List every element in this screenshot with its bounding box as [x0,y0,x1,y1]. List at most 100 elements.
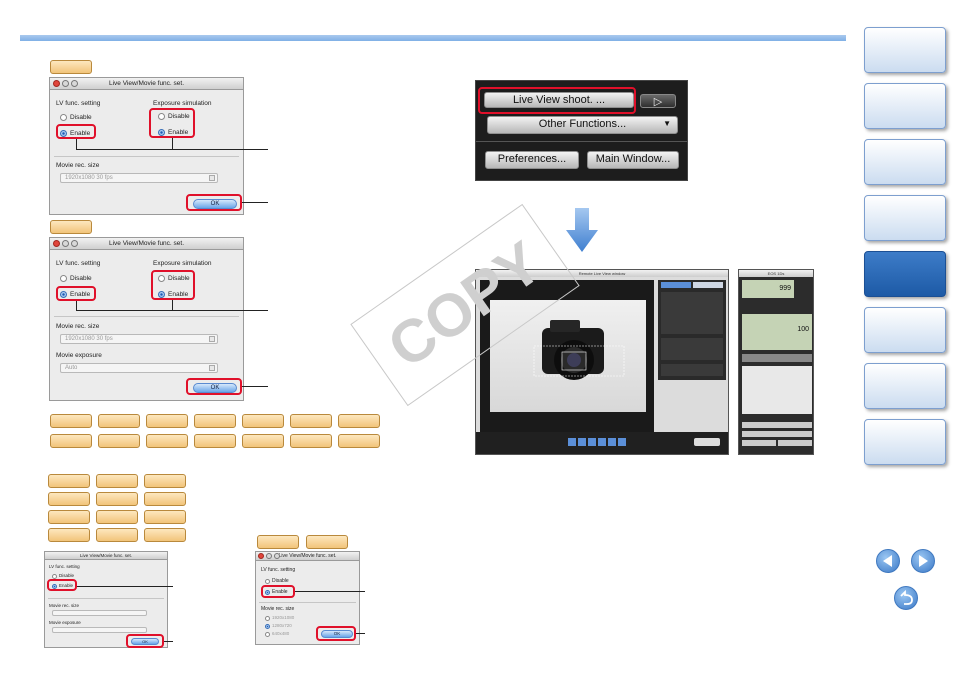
ok-button[interactable]: OK [193,199,237,209]
lv-enable-radio[interactable] [52,584,57,589]
lv-func-setting-label: LV func. setting [49,564,80,569]
movie-camera-icon[interactable]: ▷ [640,94,676,108]
focus-section [661,338,723,360]
movie-rec-size-select[interactable] [52,610,147,616]
lv-settings-dialog-small-a: Live View/Movie func. set. LV func. sett… [44,551,168,648]
preferences-mini[interactable] [742,440,776,446]
exp-disable-radio[interactable] [158,113,165,120]
lv-disable-radio[interactable] [52,574,57,579]
model-tag [146,434,188,448]
movie-rec-size-select[interactable]: 1920x1080 30 fps [60,173,218,183]
model-tag [290,414,332,428]
back-button[interactable] [894,586,918,610]
previous-page-button[interactable] [876,549,900,573]
ok-button[interactable]: OK [321,630,353,638]
close-icon[interactable] [258,553,264,559]
exp-enable-label: Enable [168,291,189,298]
size-radio-1[interactable] [265,616,270,621]
main-window-mini[interactable] [778,440,812,446]
zoom-icon[interactable] [71,80,78,87]
size-radio-2[interactable] [265,624,270,629]
lv-settings-dialog-2: Live View/Movie func. set. LV func. sett… [49,237,244,401]
lv-settings-dialog-small-b: Live View/Movie func. set. LV func. sett… [255,551,360,645]
exp-enable-radio[interactable] [158,291,165,298]
nav-tab-7[interactable] [864,363,946,409]
nav-tab-8[interactable] [864,419,946,465]
callout-line [242,386,268,387]
separator [48,598,164,599]
arrow-left-icon [883,555,892,567]
model-tag [96,474,138,488]
nav-tab-1[interactable] [864,27,946,73]
main-window-button[interactable]: Main Window... [587,151,679,169]
settings-display: 100 [742,314,812,350]
movie-exposure-label: Movie exposure [56,352,102,359]
lv-disable-radio[interactable] [60,275,67,282]
movie-rec-size-select[interactable]: 1920x1080 30 fps [60,334,218,344]
tab-live-view[interactable] [661,282,691,288]
exposure-sim-label: Exposure simulation [153,260,212,267]
camera-model-tag [50,60,92,74]
zoom-buttons[interactable] [568,438,628,446]
callout-line [172,300,173,310]
exp-disable-label: Disable [168,275,190,282]
lv-enable-radio[interactable] [265,590,270,595]
arrow-down-icon [566,208,598,252]
movie-exposure-label: Movie exposure [49,620,81,625]
minimize-icon[interactable] [266,553,272,559]
other-functions-mini[interactable] [742,431,812,437]
tab-compare[interactable] [693,282,723,288]
minimize-icon[interactable] [62,240,69,247]
model-tag [96,510,138,524]
nav-tab-2[interactable] [864,83,946,129]
lv-disable-radio[interactable] [265,579,270,584]
size-option-2: 1280x720 [272,623,292,628]
exp-enable-radio[interactable] [158,129,165,136]
window-titlebar: EOS 1Ds [739,270,813,277]
zoom-icon[interactable] [71,240,78,247]
zoom-icon[interactable] [274,553,280,559]
highlight-lv-enable [56,124,96,139]
next-page-button[interactable] [911,549,935,573]
exp-disable-label: Disable [168,113,190,120]
nav-tab-6[interactable] [864,307,946,353]
size-radio-3[interactable] [265,632,270,637]
close-icon[interactable] [53,240,60,247]
exposure-sim-label: Exposure simulation [153,100,212,107]
separator [54,316,239,317]
live-view-shoot-button[interactable]: Live View shoot. ... [484,92,634,108]
lv-enable-radio[interactable] [60,291,67,298]
arrow-right-icon [919,555,928,567]
movie-exposure-select[interactable]: Auto [60,363,218,373]
minimize-icon[interactable] [62,80,69,87]
camera-model-tag [50,220,92,234]
close-button[interactable] [694,438,720,446]
lv-enable-label: Enable [70,130,91,137]
live-view-shoot-mini[interactable] [742,422,812,428]
model-tag [242,434,284,448]
model-tag [338,414,380,428]
lv-disable-radio[interactable] [60,114,67,121]
preferences-button[interactable]: Preferences... [485,151,579,169]
exp-disable-radio[interactable] [158,275,165,282]
movie-exposure-select[interactable] [52,627,147,633]
model-tag [50,434,92,448]
model-tag [194,414,236,428]
separator [54,156,239,157]
model-tag [144,528,186,542]
model-tag [242,414,284,428]
mode-tabs[interactable] [742,354,812,362]
nav-tab-4[interactable] [864,195,946,241]
dialog-titlebar: Live View/Movie func. set. [50,238,243,250]
lv-enable-radio[interactable] [60,130,67,137]
highlight-ok [186,378,242,395]
other-functions-button[interactable]: Other Functions...▼ [487,116,678,134]
close-icon[interactable] [53,80,60,87]
nav-tab-3[interactable] [864,139,946,185]
ok-button[interactable]: OK [131,638,159,645]
ok-button[interactable]: OK [193,383,237,393]
stepper-icon [209,175,215,181]
nav-tab-5-active[interactable] [864,251,946,297]
remote-live-view-window: Remote Live View window [475,269,729,455]
